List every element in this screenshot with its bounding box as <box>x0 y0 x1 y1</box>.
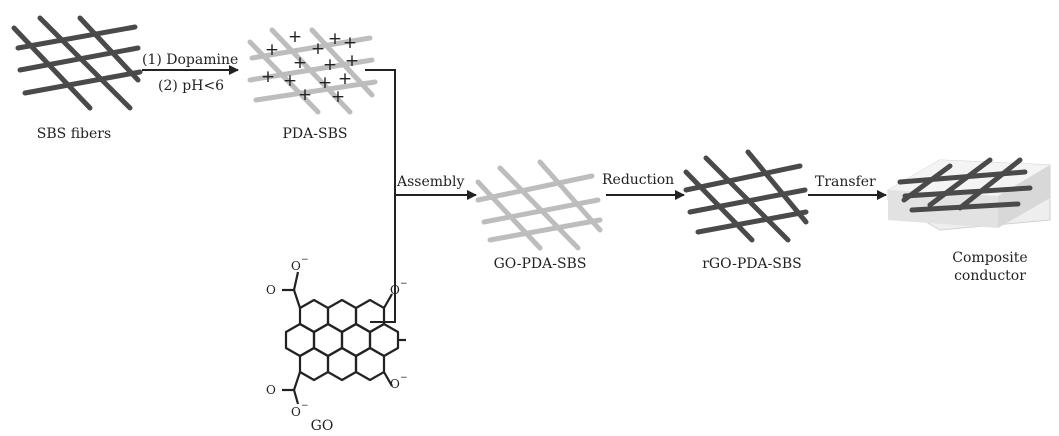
plus-mark: + <box>283 71 297 91</box>
negative-charge-label: − <box>400 373 408 383</box>
rgo-pda-sbs-label: rGO-PDA-SBS <box>702 256 802 272</box>
plus-mark: + <box>298 85 312 105</box>
oxygen-atom-label: O <box>266 383 276 397</box>
pda-sbs-fiber-mesh <box>247 27 378 115</box>
assembly-label: Assembly <box>396 174 464 190</box>
ph-step-label: (2) pH<6 <box>158 78 224 94</box>
plus-mark: + <box>288 27 302 47</box>
negative-charge-label: − <box>400 279 408 289</box>
labels: SBS fibers (1) Dopamine (2) pH<6 PDA-SBS… <box>37 52 1028 434</box>
plus-mark: + <box>331 87 345 107</box>
plus-mark: + <box>261 67 275 87</box>
go-molecule <box>282 271 406 405</box>
go-molecule-labels: O − O O − O O − O − <box>266 255 408 419</box>
reduction-label: Reduction <box>602 172 674 188</box>
oxygen-atom-label: O <box>390 377 400 391</box>
rgo-pda-sbs-fiber-mesh <box>683 149 809 243</box>
go-pda-sbs-fiber-mesh <box>475 159 603 251</box>
go-to-junction-line <box>370 195 396 323</box>
plus-mark: + <box>318 73 332 93</box>
negative-charge-label: − <box>301 255 309 265</box>
plus-mark: + <box>293 53 307 73</box>
go-pda-sbs-label: GO-PDA-SBS <box>494 256 587 272</box>
plus-mark: + <box>323 55 337 75</box>
go-label: GO <box>311 418 334 434</box>
oxygen-atom-label: O <box>266 283 276 297</box>
positive-charge-marks: + + + + + + + + + + + + + + <box>261 27 359 107</box>
composite-fiber-mesh <box>897 157 1033 213</box>
plus-mark: + <box>345 51 359 71</box>
transfer-label: Transfer <box>815 174 876 190</box>
plus-mark: + <box>328 29 342 49</box>
plus-mark: + <box>311 39 325 59</box>
composite-conductor-label-line1: Composite <box>952 250 1027 266</box>
dopamine-step-label: (1) Dopamine <box>142 52 238 68</box>
sbs-fiber-mesh <box>11 15 143 111</box>
pda-sbs-label: PDA-SBS <box>283 126 348 142</box>
oxygen-atom-label: O <box>291 405 301 419</box>
plus-mark: + <box>343 33 357 53</box>
composite-conductor-label-line2: conductor <box>954 268 1026 284</box>
oxygen-atom-label: O <box>291 259 301 273</box>
negative-charge-label: − <box>301 401 309 411</box>
plus-mark: + <box>265 40 279 60</box>
pda-to-junction-line <box>365 69 396 195</box>
plus-mark: + <box>338 69 352 89</box>
sbs-fibers-label: SBS fibers <box>37 126 111 142</box>
connectors <box>142 65 887 323</box>
